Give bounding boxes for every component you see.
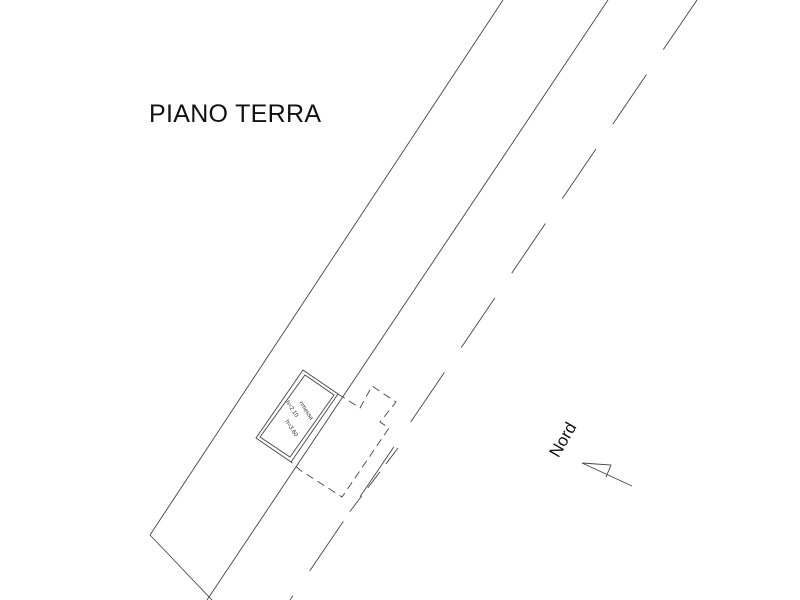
- building-extension-dashed: [290, 385, 397, 498]
- plan-title: PIANO TERRA: [149, 100, 322, 128]
- building-labels: rimessa h=2.10 h=3.60: [283, 400, 314, 439]
- lot-boundary-middle: [206, 0, 609, 600]
- north-arrow-head: [581, 462, 612, 478]
- lot-boundary-bottom: [149, 534, 213, 600]
- road-edge-dashed: [289, 0, 698, 600]
- room-name: rimessa: [297, 401, 314, 422]
- building-inner-outline: [259, 374, 335, 458]
- room-height-1: h=2.10: [284, 400, 299, 419]
- lot-boundary-left: [149, 0, 504, 536]
- room-height-2: h=3.60: [283, 419, 298, 438]
- road-edge-dashed-short: [344, 447, 399, 519]
